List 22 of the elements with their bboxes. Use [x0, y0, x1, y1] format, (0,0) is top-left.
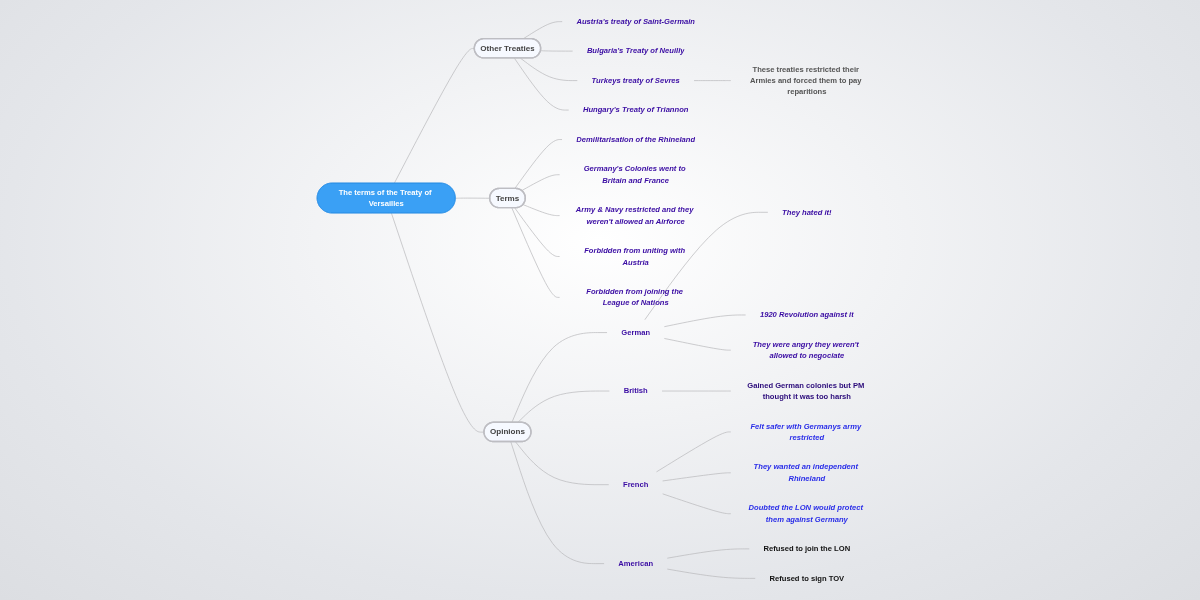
connector — [393, 48, 475, 184]
connector — [644, 211, 769, 321]
connector — [511, 332, 608, 423]
connector — [514, 57, 570, 111]
connector — [662, 493, 732, 515]
connector — [514, 139, 563, 189]
connector — [510, 441, 605, 564]
connector — [656, 431, 732, 473]
connector — [693, 80, 732, 81]
connector — [515, 441, 610, 486]
connector — [514, 207, 560, 257]
connector — [666, 548, 750, 559]
connector — [511, 207, 560, 298]
connector — [663, 314, 746, 328]
connector — [522, 204, 560, 216]
connector — [517, 390, 610, 423]
connector — [666, 568, 756, 579]
connector — [663, 338, 732, 351]
connector — [521, 174, 560, 191]
connector — [662, 472, 732, 482]
connector — [520, 57, 578, 81]
connector — [522, 21, 563, 40]
